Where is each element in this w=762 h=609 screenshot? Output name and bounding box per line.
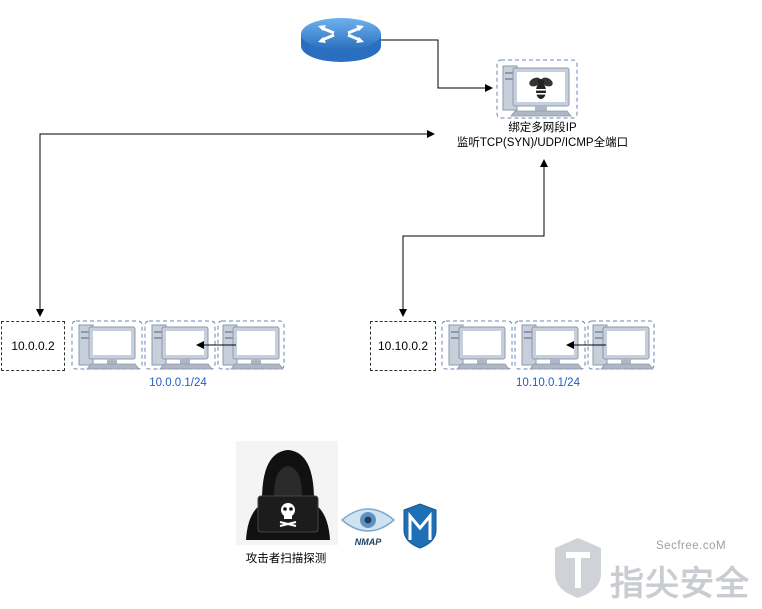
left-subnet-link	[36, 130, 435, 317]
server-caption-line2: 监听TCP(SYN)/UDP/ICMP全端口	[456, 137, 629, 149]
left-gateway-ip: 10.0.0.2	[11, 339, 55, 353]
router-to-server-link	[381, 39, 493, 92]
server-caption: 绑定多网段IP 监听TCP(SYN)/UDP/ICMP全端口	[430, 121, 655, 151]
nmap-logo-text: NMAP	[355, 537, 382, 547]
watermark-shield-icon	[555, 538, 601, 598]
watermark-site: Secfree.coM	[656, 540, 727, 552]
left-subnet-cidr: 10.0.0.1/24	[149, 377, 207, 389]
nmap-logo: NMAP	[340, 508, 396, 547]
right-subnet-cidr: 10.10.0.1/24	[516, 377, 580, 389]
right-gateway-box: 10.10.0.2	[370, 321, 436, 371]
watermark-brand: 指尖安全	[610, 565, 750, 603]
router-icon	[301, 18, 381, 62]
metasploit-logo	[403, 503, 437, 549]
left-subnet-computers	[71, 320, 285, 370]
server-caption-line1: 绑定多网段IP	[508, 122, 577, 134]
honeypot-server	[496, 59, 578, 119]
right-subnet-computers	[441, 320, 655, 370]
attacker-caption: 攻击者扫描探测	[245, 553, 327, 565]
bee-icon	[529, 77, 553, 99]
right-gateway-ip: 10.10.0.2	[377, 339, 429, 353]
left-gateway-box: 10.0.0.2	[1, 321, 65, 371]
right-subnet-link	[399, 159, 548, 317]
hacker-icon	[236, 441, 338, 545]
